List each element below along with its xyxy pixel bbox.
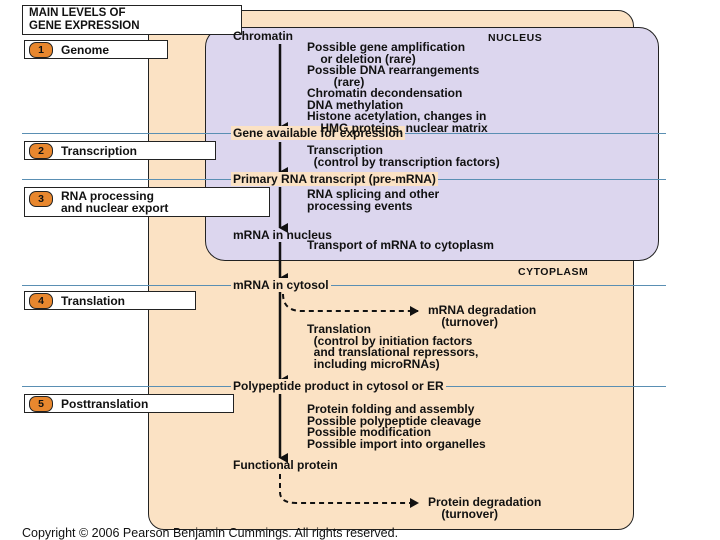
cytoplasm-label: CYTOPLASM: [518, 266, 589, 278]
level-posttranslation: 5 Posttranslation: [24, 394, 234, 413]
level-genome: 1 Genome: [24, 40, 168, 59]
level-number-badge: 3: [29, 191, 53, 207]
level-translation: 4 Translation: [24, 291, 196, 310]
level-label: Posttranslation: [61, 396, 149, 411]
level-transcription: 2 Transcription: [24, 141, 216, 160]
level-label: Genome: [61, 42, 110, 57]
level-label: RNA processing and nuclear export: [61, 189, 169, 215]
level-rna-processing: 3 RNA processing and nuclear export: [24, 187, 270, 217]
level-number-badge: 5: [29, 395, 53, 412]
note-rna-processing: RNA splicing and other processing events: [307, 187, 440, 213]
stage-primary-transcript: Primary RNA transcript (pre-mRNA): [231, 172, 438, 186]
note-translation: Translation (control by initiation facto…: [307, 322, 479, 371]
divider-nucleus-cytosol: [22, 285, 666, 286]
title-line-1: MAIN LEVELS OF: [29, 7, 126, 19]
level-number-badge: 4: [29, 292, 53, 309]
note-mrna-transport: Transport of mRNA to cytoplasm: [307, 238, 494, 252]
stage-chromatin: Chromatin: [233, 29, 293, 43]
mrna-degradation-label: mRNA degradation (turnover): [428, 303, 537, 329]
note-genome-events: Possible gene amplification or deletion …: [307, 40, 488, 135]
stage-mrna-cytosol: mRNA in cytosol: [231, 278, 331, 292]
level-label: Translation: [61, 293, 126, 308]
protein-degradation-label: Protein degradation (turnover): [428, 495, 542, 521]
title-line-2: GENE EXPRESSION: [29, 20, 140, 32]
nucleus-label: NUCLEUS: [488, 32, 543, 44]
level-label: Transcription: [61, 143, 138, 158]
stage-mrna-nucleus: mRNA in nucleus: [233, 228, 332, 242]
copyright-notice: Copyright © 2006 Pearson Benjamin Cummin…: [22, 526, 399, 540]
stage-polypeptide: Polypeptide product in cytosol or ER: [231, 379, 446, 393]
stage-gene-available: Gene available for expression: [231, 126, 406, 140]
diagram-title: MAIN LEVELS OF GENE EXPRESSION: [22, 5, 242, 35]
note-transcription: Transcription (control by transcription …: [307, 143, 500, 169]
arrow-mrna-degradation: [282, 293, 419, 316]
stage-functional-protein: Functional protein: [233, 458, 338, 472]
arrow-protein-degradation: [279, 474, 419, 508]
note-posttranslation: Protein folding and assembly Possible po…: [307, 402, 486, 451]
level-number-badge: 2: [29, 142, 53, 159]
level-number-badge: 1: [29, 41, 53, 58]
